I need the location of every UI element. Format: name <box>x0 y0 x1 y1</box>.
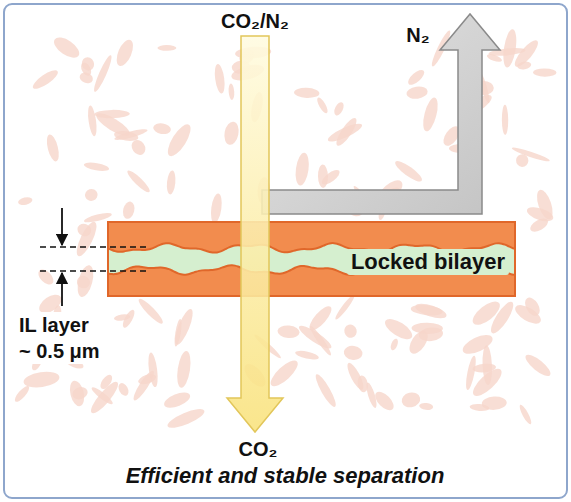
pore <box>157 45 176 51</box>
pore <box>75 264 97 299</box>
feed-gas-label: CO₂/N₂ <box>218 8 292 34</box>
pore <box>129 137 148 157</box>
pore <box>166 170 177 195</box>
pore <box>464 355 478 390</box>
n2-arrow <box>262 14 500 214</box>
pore <box>73 219 100 258</box>
pore <box>94 110 130 119</box>
pore <box>460 331 495 358</box>
pore <box>175 350 193 389</box>
pore <box>121 200 136 220</box>
pore <box>516 154 529 167</box>
pore <box>420 96 440 133</box>
band-label: Locked bilayer <box>347 249 509 275</box>
pore <box>172 307 196 346</box>
bilayer-band <box>108 222 515 296</box>
pore <box>315 96 329 115</box>
pore <box>306 303 335 334</box>
pore <box>333 116 359 149</box>
pore <box>17 196 33 207</box>
pore <box>518 403 534 425</box>
pore <box>30 67 60 92</box>
pore <box>68 379 87 407</box>
thickness-label: IL layer ~ 0.5 μm <box>16 312 106 364</box>
pore <box>75 221 93 238</box>
pore <box>517 60 532 70</box>
pore <box>277 325 300 339</box>
pore <box>114 313 131 322</box>
pore <box>173 319 183 347</box>
il-layer <box>109 243 514 275</box>
frame <box>4 4 567 498</box>
pore <box>333 293 356 321</box>
pore <box>83 161 109 173</box>
pore <box>13 384 32 404</box>
pore <box>502 105 509 135</box>
pore <box>343 344 364 361</box>
pore <box>343 323 359 339</box>
pore <box>113 37 136 68</box>
pore <box>87 105 99 137</box>
pore <box>313 372 339 409</box>
pore <box>419 402 434 410</box>
pore <box>332 101 345 117</box>
thickness-marker <box>40 208 150 306</box>
pore <box>308 324 333 356</box>
pore <box>400 391 422 410</box>
pore <box>523 351 554 379</box>
pore <box>152 122 171 135</box>
pore <box>267 357 301 390</box>
pore <box>406 85 429 100</box>
pore <box>486 53 503 64</box>
pore <box>51 33 83 61</box>
permeate-label: N₂ <box>403 22 432 48</box>
pore <box>487 299 517 336</box>
pore <box>382 315 416 343</box>
pore <box>294 152 311 186</box>
pore <box>136 296 165 326</box>
pore <box>83 187 99 202</box>
pore <box>294 87 320 98</box>
pore <box>389 338 399 352</box>
pore <box>533 68 557 76</box>
pore <box>294 349 319 361</box>
pore <box>80 55 96 72</box>
pointer-arrow <box>61 208 63 245</box>
orange-layer <box>108 222 515 296</box>
pore <box>501 28 518 68</box>
bilayer-band: Locked bilayer <box>108 222 515 296</box>
feed-arrow <box>227 36 283 432</box>
pore <box>414 301 448 322</box>
caption: Efficient and stable separation <box>123 463 448 489</box>
pore <box>116 381 130 397</box>
pore <box>98 373 114 391</box>
pore <box>209 193 223 224</box>
pore <box>472 363 496 374</box>
pore <box>411 322 443 334</box>
pore <box>406 67 427 87</box>
pore <box>481 396 507 411</box>
pore <box>36 267 57 288</box>
pore <box>522 295 543 318</box>
pore <box>213 63 226 94</box>
pore <box>147 352 160 388</box>
pore <box>23 370 61 390</box>
pointer-arrow <box>61 273 63 306</box>
pore <box>228 83 235 100</box>
dashed-line <box>40 246 150 248</box>
product-label: CO₂ <box>236 436 281 462</box>
pore <box>372 389 397 414</box>
pore <box>318 164 328 188</box>
pore <box>45 133 62 162</box>
pore <box>165 405 206 431</box>
pore <box>164 121 195 159</box>
pore <box>91 54 114 93</box>
dashed-line <box>40 270 150 272</box>
pore <box>525 204 555 224</box>
pore <box>78 71 94 85</box>
pore <box>356 375 369 394</box>
pore <box>125 168 152 194</box>
pore <box>162 389 192 411</box>
pore <box>223 120 241 145</box>
